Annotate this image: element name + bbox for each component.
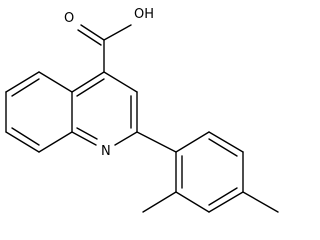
bond-c-oh	[103, 24, 132, 41]
atom-label-n: N	[101, 144, 111, 159]
bond-n-c8a	[71, 131, 97, 146]
bond-c3prime-c4prime	[208, 191, 244, 213]
bond-c8-c8a	[38, 131, 73, 153]
bond-c2-c1prime	[136, 131, 177, 153]
bond-c5prime-c6prime-inner	[208, 138, 238, 157]
bond-c-o-double-a	[80, 24, 105, 41]
bond-c3prime-c4prime-inner	[208, 187, 238, 206]
bond-c2prime-c3prime	[175, 191, 210, 213]
bond-c2-n	[114, 131, 138, 146]
bond-c6prime-c1prime	[175, 131, 210, 153]
bond-n-c8a-inner	[76, 127, 98, 140]
atom-label-o: O	[64, 11, 74, 26]
bond-methyl-ortho	[142, 191, 177, 213]
bond-c4a-c4-inner	[76, 78, 105, 97]
bond-c7-c8	[5, 131, 40, 153]
pyridine-ring: N	[71, 71, 138, 159]
bond-c5-c6-inner	[11, 78, 40, 97]
carboxylic-acid-group: O OH	[64, 7, 154, 73]
bond-c4a-c4	[71, 71, 105, 93]
bond-c5prime-c6prime	[208, 131, 244, 153]
bond-c4a-c5	[38, 71, 73, 93]
bond-c7-c8-inner	[11, 127, 40, 146]
bond-methyl-para	[242, 191, 279, 213]
atom-label-oh: OH	[134, 7, 154, 22]
chemical-structure: O OH N	[5, 7, 279, 213]
bond-c4-c3	[103, 71, 138, 93]
bond-c-o-double-b	[77, 29, 102, 46]
dimethylphenyl-ring	[136, 131, 279, 213]
bond-c5-c6	[5, 71, 40, 93]
benzo-ring	[5, 71, 73, 153]
